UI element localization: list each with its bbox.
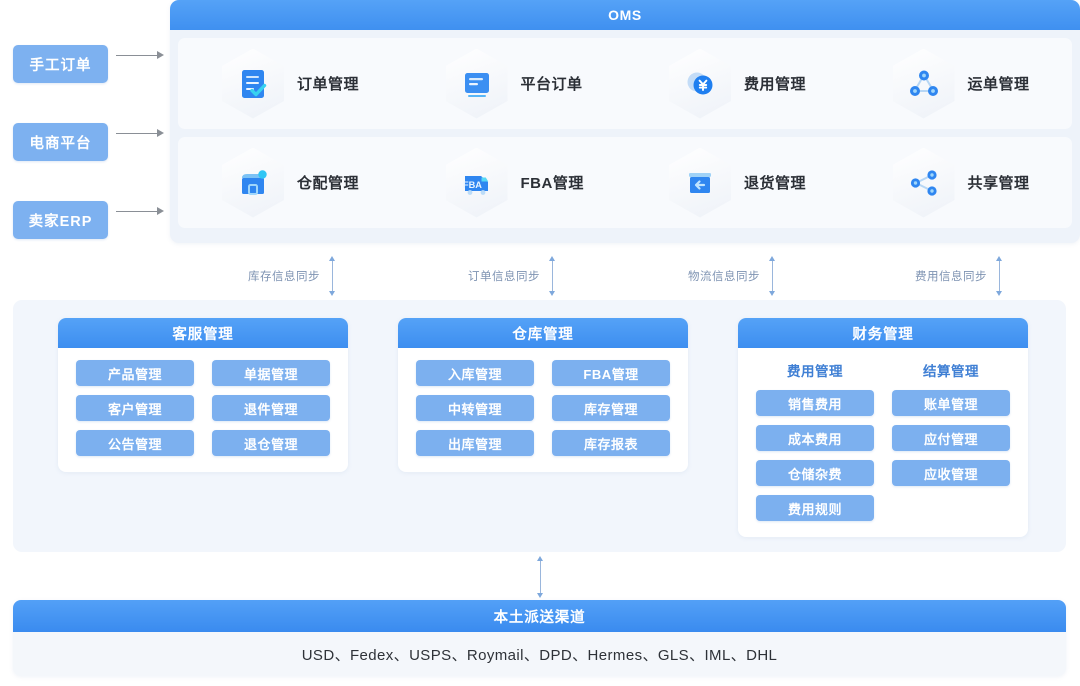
module-title: 仓库管理 xyxy=(398,318,688,348)
module-column-fee: 费用管理 销售费用 成本费用 仓储杂费 费用规则 xyxy=(756,360,874,521)
oms-item-platform-order[interactable]: 平台订单 xyxy=(402,48,626,119)
oms-item-label: 运单管理 xyxy=(967,76,1030,93)
module-item-bill-management[interactable]: 账单管理 xyxy=(892,390,1010,416)
source-chip-seller-erp[interactable]: 卖家ERP xyxy=(13,201,108,239)
oms-item-fee-management[interactable]: 费用管理 xyxy=(625,48,849,119)
module-column: 入库管理 中转管理 出库管理 xyxy=(416,360,534,456)
module-title: 客服管理 xyxy=(58,318,348,348)
source-row: 卖家ERP xyxy=(13,192,164,248)
source-arrow-icon xyxy=(116,51,164,59)
order-document-check-icon xyxy=(222,48,284,119)
sync-item-logistics: 物流信息同步 xyxy=(688,252,777,300)
oms-item-label: FBA管理 xyxy=(520,175,584,192)
bidirectional-arrow-icon xyxy=(328,256,337,296)
module-item-sales-fee[interactable]: 销售费用 xyxy=(756,390,874,416)
oms-row: 仓配管理 FBA FBA管理 xyxy=(178,137,1072,228)
module-panel-finance: 财务管理 费用管理 销售费用 成本费用 仓储杂费 费用规则 结算管理 账单管理 … xyxy=(738,318,1028,537)
source-row: 电商平台 xyxy=(13,114,164,170)
module-column: 单据管理 退件管理 退仓管理 xyxy=(212,360,330,456)
source-chip-manual-order[interactable]: 手工订单 xyxy=(13,45,108,83)
module-panel-customer-service: 客服管理 产品管理 客户管理 公告管理 单据管理 退件管理 退仓管理 xyxy=(58,318,348,472)
waybill-network-icon xyxy=(892,48,955,119)
sync-label: 物流信息同步 xyxy=(688,271,760,283)
sync-label: 费用信息同步 xyxy=(915,271,987,283)
module-item-fba-management[interactable]: FBA管理 xyxy=(552,360,670,386)
return-arrow-icon xyxy=(669,147,731,218)
oms-item-waybill-management[interactable]: 运单管理 xyxy=(849,48,1073,119)
module-item-fee-rule[interactable]: 费用规则 xyxy=(756,495,874,521)
module-column: 产品管理 客户管理 公告管理 xyxy=(76,360,194,456)
svg-text:FBA: FBA xyxy=(463,180,482,190)
yen-coin-icon xyxy=(669,48,731,119)
module-item-announcement-management[interactable]: 公告管理 xyxy=(76,430,194,456)
module-item-transit-management[interactable]: 中转管理 xyxy=(416,395,534,421)
module-subheader-settlement: 结算管理 xyxy=(923,364,979,379)
module-item-return-warehouse-management[interactable]: 退仓管理 xyxy=(212,430,330,456)
module-item-inventory-report[interactable]: 库存报表 xyxy=(552,430,670,456)
module-item-product-management[interactable]: 产品管理 xyxy=(76,360,194,386)
module-item-payable-management[interactable]: 应付管理 xyxy=(892,425,1010,451)
sync-item-fee: 费用信息同步 xyxy=(915,252,1004,300)
oms-item-fba-management[interactable]: FBA FBA管理 xyxy=(402,147,626,218)
carrier-list: USD、Fedex、USPS、Roymail、DPD、Hermes、GLS、IM… xyxy=(301,646,778,664)
oms-panel-title: OMS xyxy=(170,0,1080,30)
module-title: 财务管理 xyxy=(738,318,1028,348)
oms-row: 订单管理 平台订单 xyxy=(178,38,1072,129)
order-sources-column: 手工订单 电商平台 卖家ERP xyxy=(13,36,164,270)
sync-item-order: 订单信息同步 xyxy=(468,252,557,300)
oms-item-label: 共享管理 xyxy=(967,175,1030,192)
module-item-inbound-management[interactable]: 入库管理 xyxy=(416,360,534,386)
sync-label: 订单信息同步 xyxy=(468,271,540,283)
oms-item-label: 平台订单 xyxy=(520,76,583,93)
oms-panel: OMS 订单管理 xyxy=(170,0,1080,243)
module-column: FBA管理 库存管理 库存报表 xyxy=(552,360,670,456)
bidirectional-arrow-icon xyxy=(548,256,557,296)
oms-item-return-management[interactable]: 退货管理 xyxy=(625,147,849,218)
module-item-receivable-management[interactable]: 应收管理 xyxy=(892,460,1010,486)
module-column-settlement: 结算管理 账单管理 应付管理 应收管理 xyxy=(892,360,1010,521)
module-item-outbound-management[interactable]: 出库管理 xyxy=(416,430,534,456)
share-nodes-icon xyxy=(892,147,955,218)
module-item-customer-management[interactable]: 客户管理 xyxy=(76,395,194,421)
fba-truck-icon: FBA xyxy=(445,147,508,218)
modules-container: 客服管理 产品管理 客户管理 公告管理 单据管理 退件管理 退仓管理 仓库管理 … xyxy=(13,300,1066,552)
module-item-cost-fee[interactable]: 成本费用 xyxy=(756,425,874,451)
oms-item-label: 费用管理 xyxy=(744,76,807,93)
module-subheader-fee: 费用管理 xyxy=(787,364,843,379)
oms-item-share-management[interactable]: 共享管理 xyxy=(849,147,1073,218)
sync-label: 库存信息同步 xyxy=(248,271,320,283)
module-item-inventory-management[interactable]: 库存管理 xyxy=(552,395,670,421)
module-item-document-management[interactable]: 单据管理 xyxy=(212,360,330,386)
oms-item-label: 订单管理 xyxy=(297,76,360,93)
sync-connector-strip: 库存信息同步 订单信息同步 物流信息同步 费用信息同步 xyxy=(170,252,1080,300)
source-arrow-icon xyxy=(116,207,164,215)
module-item-return-item-management[interactable]: 退件管理 xyxy=(212,395,330,421)
source-chip-ecommerce-platform[interactable]: 电商平台 xyxy=(13,123,108,161)
oms-item-warehouse-distribution[interactable]: 仓配管理 xyxy=(178,147,402,218)
oms-item-label: 退货管理 xyxy=(744,175,807,192)
source-arrow-icon xyxy=(116,129,164,137)
warehouse-house-icon xyxy=(222,147,284,218)
source-row: 手工订单 xyxy=(13,36,164,92)
oms-item-order-management[interactable]: 订单管理 xyxy=(178,48,402,119)
oms-item-label: 仓配管理 xyxy=(297,175,360,192)
bidirectional-arrow-icon xyxy=(768,256,777,296)
sync-item-inventory: 库存信息同步 xyxy=(248,252,337,300)
module-item-storage-misc-fee[interactable]: 仓储杂费 xyxy=(756,460,874,486)
center-bidirectional-arrow-icon xyxy=(536,556,545,598)
module-panel-warehouse: 仓库管理 入库管理 中转管理 出库管理 FBA管理 库存管理 库存报表 xyxy=(398,318,688,472)
bidirectional-arrow-icon xyxy=(995,256,1004,296)
local-delivery-channel-panel: 本土派送渠道 USD、Fedex、USPS、Roymail、DPD、Hermes… xyxy=(13,600,1066,676)
local-delivery-channel-title: 本土派送渠道 xyxy=(13,600,1066,632)
platform-order-list-icon xyxy=(445,48,508,119)
